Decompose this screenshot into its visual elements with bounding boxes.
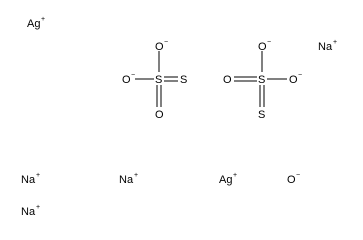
sulfur-atom: S <box>155 74 162 86</box>
atom-symbol: Na <box>119 174 134 186</box>
oxygen-atom: O <box>155 41 164 53</box>
atom-symbol: Na <box>21 174 36 186</box>
charge-label: + <box>134 172 138 179</box>
oxygen-atom: O <box>122 74 131 86</box>
charge-label: + <box>36 172 40 179</box>
atom-symbol: Ag <box>219 174 232 186</box>
sodium-ion-3: Na + <box>119 172 138 186</box>
oxygen-atom: O <box>258 41 267 53</box>
sodium-ion-2: Na + <box>21 172 40 186</box>
silver-ion-2: Ag + <box>219 172 237 186</box>
charge-label: + <box>233 172 237 179</box>
charge-label: − <box>298 72 302 79</box>
thiosulfate-1: O − O − S S O <box>122 39 187 121</box>
sulfur-atom: S <box>180 74 187 86</box>
charge-label: − <box>164 39 168 46</box>
sulfur-atom: S <box>258 109 265 121</box>
charge-label: − <box>131 72 135 79</box>
charge-label: + <box>333 39 337 46</box>
sulfur-atom: S <box>258 74 265 86</box>
charge-label: − <box>296 172 300 179</box>
atom-symbol: Ag <box>27 18 40 30</box>
charge-label: − <box>267 39 271 46</box>
charge-label: + <box>41 16 45 23</box>
atom-symbol: O <box>287 174 296 186</box>
oxygen-atom: O <box>223 74 232 86</box>
atom-symbol: Na <box>318 41 333 53</box>
oxide-ion: O − <box>287 172 300 186</box>
oxygen-atom: O <box>289 74 298 86</box>
charge-label: + <box>36 204 40 211</box>
oxygen-atom: O <box>155 109 164 121</box>
sodium-ion-4: Na + <box>21 204 40 218</box>
structure-diagram: Ag + Na + Na + Na + Ag + O − Na + O − O <box>21 16 337 218</box>
thiosulfate-2: O − O S O − S <box>223 39 302 121</box>
silver-ion-1: Ag + <box>27 16 45 30</box>
sodium-ion-1: Na + <box>318 39 337 53</box>
atom-symbol: Na <box>21 206 36 218</box>
